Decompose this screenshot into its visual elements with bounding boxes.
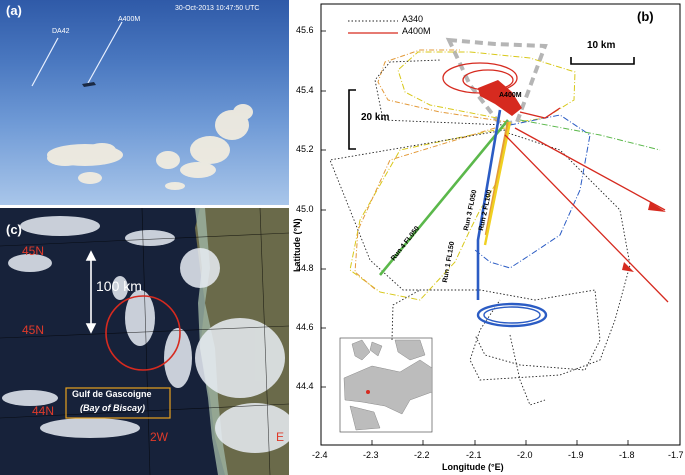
- a400m-arrow-2: [622, 262, 634, 272]
- ytick-label: 45.6: [296, 25, 314, 35]
- track-green-dashdot: [519, 119, 661, 151]
- panel-b-map: (b) A340 A400M 10 km 20 km A400M Run 1 F…: [290, 0, 685, 475]
- scale-label-20km: 20 km: [361, 112, 390, 123]
- aircraft-label: A400M: [499, 92, 522, 99]
- inset-europe-map: [339, 337, 433, 433]
- track-orange-dashdot: [354, 49, 509, 291]
- a400m-contrail: [87, 21, 123, 84]
- label-a400m: A400M: [118, 16, 141, 23]
- lon-label-edge: E: [276, 430, 285, 444]
- run-1-line: [476, 109, 502, 300]
- xtick-label: -2.0: [517, 450, 533, 460]
- photo-timestamp: 30-Oct-2013 10:47:50 UTC: [175, 5, 260, 12]
- track-map-svg: [320, 3, 681, 446]
- run-1-orbit-inner: [483, 306, 541, 324]
- panel-b-letter: (b): [637, 9, 654, 24]
- ytick-label: 44.6: [296, 322, 314, 332]
- study-area-circle: [105, 295, 181, 371]
- xtick-label: -2.4: [312, 450, 328, 460]
- track-a340: [329, 59, 631, 406]
- aircraft-icon: [82, 82, 96, 87]
- panel-c-satellite: (c) 45N 45N 44N 2W E 100 km Gulf de Gasc…: [0, 208, 289, 475]
- track-yellow-dashdot: [349, 51, 576, 301]
- axis-ticks: [320, 30, 681, 445]
- panel-a-photo: (a) 30-Oct-2013 10:47:50 UTC DA42 A400M: [0, 0, 289, 205]
- xtick-label: -2.3: [363, 450, 379, 460]
- run-1-orbit: [476, 302, 548, 328]
- bay-label: (Bay of Biscay): [80, 403, 146, 413]
- track-blue-dashdot: [474, 114, 591, 269]
- xtick-label: -1.9: [568, 450, 584, 460]
- lon-label-2w: 2W: [150, 430, 168, 444]
- gulf-label: Gulf de Gascoigne: [72, 389, 152, 399]
- ytick-label: 45.0: [296, 204, 314, 214]
- xtick-label: -2.2: [414, 450, 430, 460]
- ytick-label: 44.4: [296, 381, 314, 391]
- xtick-label: -1.7: [668, 450, 684, 460]
- grey-sector: [445, 37, 548, 127]
- a400m-arrow-1: [648, 202, 666, 212]
- panel-c-letter: (c): [6, 222, 22, 237]
- lat-label-middle: 45N: [22, 323, 45, 337]
- panel-a-scene: [31, 21, 253, 190]
- y-axis-label: Latitude (°N): [292, 218, 302, 272]
- scale-label-10km: 10 km: [587, 40, 616, 51]
- scale-bar-10km: [570, 57, 635, 65]
- satellite-clouds: [2, 216, 289, 453]
- plot-frame: [320, 3, 681, 446]
- ytick-label: 45.4: [296, 85, 314, 95]
- ytick-label: 45.2: [296, 144, 314, 154]
- lat-label-top: 45N: [22, 244, 45, 258]
- x-axis-label: Longitude (°E): [442, 462, 504, 472]
- da42-contrail: [31, 37, 59, 87]
- run-2-line: [483, 121, 512, 246]
- scale-arrow: [85, 250, 97, 334]
- ytick-label: 44.8: [296, 263, 314, 273]
- panel-a-letter: (a): [6, 3, 22, 18]
- label-da42: DA42: [52, 28, 70, 35]
- scale-label-100km: 100 km: [96, 278, 142, 294]
- run-4-line: [378, 119, 510, 276]
- lat-lon-grid: [0, 208, 289, 475]
- gulf-label-box: [65, 387, 171, 419]
- a400m-origin-blob: [478, 80, 522, 116]
- track-a400m: [442, 62, 669, 303]
- scale-bar-20km: [348, 89, 356, 150]
- legend-label-a340: A340: [402, 14, 424, 24]
- xtick-label: -1.8: [619, 450, 635, 460]
- legend-label-a400m: A400M: [402, 26, 431, 36]
- xtick-label: -2.1: [466, 450, 482, 460]
- lat-label-bottom: 44N: [32, 404, 55, 418]
- clouds: [47, 104, 253, 190]
- panel-c-scene: [0, 208, 289, 475]
